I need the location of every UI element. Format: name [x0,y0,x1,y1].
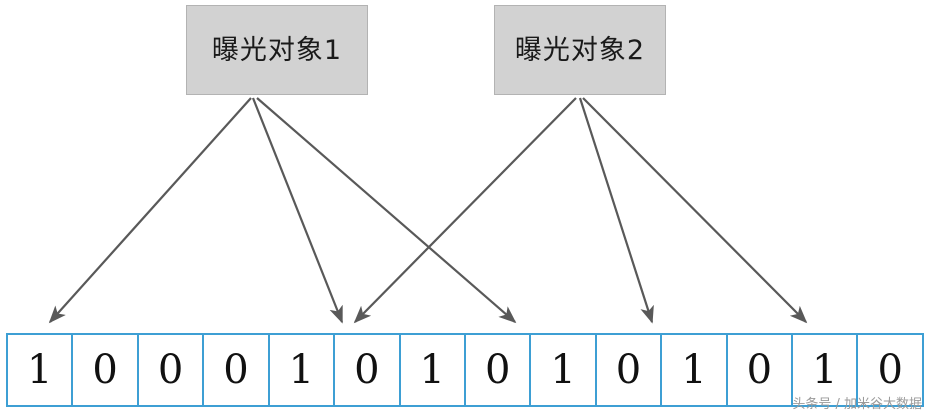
bit-value: 0 [92,347,118,393]
bit-value: 1 [681,347,707,393]
bit-cell[interactable]: 1 [793,335,859,405]
bit-cell[interactable]: 0 [138,335,205,405]
bit-cell[interactable]: 1 [269,335,336,405]
bit-value: 1 [550,347,576,393]
bit-value: 0 [157,347,184,393]
node-exposure-object-1-label: 曝光对象1 [211,34,343,66]
node-exposure-object-2-label: 曝光对象2 [514,34,646,66]
arrow-a-to-cell-4 [251,97,344,324]
bit-cell[interactable]: 1 [531,335,597,405]
bit-cell[interactable]: 0 [858,335,922,405]
watermark: 头条号 / 加米谷大数据 [792,397,922,412]
bit-value: 0 [484,347,511,393]
bit-cell[interactable]: 0 [727,335,794,405]
bit-cell[interactable]: 1 [400,335,466,405]
arrow-b-to-cell-4 [353,97,577,324]
bit-cell[interactable]: 0 [335,335,401,405]
bit-array: 1 0 0 0 1 0 1 0 1 0 1 0 1 0 [6,333,924,407]
bit-value: 1 [26,347,53,393]
node-exposure-object-2[interactable]: 曝光对象2 [494,5,666,95]
bit-cell[interactable]: 0 [465,335,532,405]
bit-value: 1 [812,347,838,393]
bit-value: 0 [615,347,642,393]
bit-value: 0 [354,347,380,393]
node-exposure-object-1[interactable]: 曝光对象1 [186,5,368,95]
bit-value: 0 [746,347,773,393]
arrow-a-to-cell-8 [256,97,517,324]
bit-cell[interactable]: 0 [73,335,139,405]
bit-value: 1 [288,347,315,393]
bit-cell[interactable]: 1 [8,335,74,405]
arrow-a-to-cell-0 [48,97,252,324]
bit-value: 1 [419,347,445,393]
bit-cell[interactable]: 0 [204,335,270,405]
bit-value: 0 [877,347,903,393]
arrow-b-to-cell-12 [582,97,808,324]
arrow-b-to-cell-9 [578,97,654,324]
bit-cell[interactable]: 0 [596,335,663,405]
bit-value: 0 [223,347,249,393]
bit-cell[interactable]: 1 [662,335,728,405]
